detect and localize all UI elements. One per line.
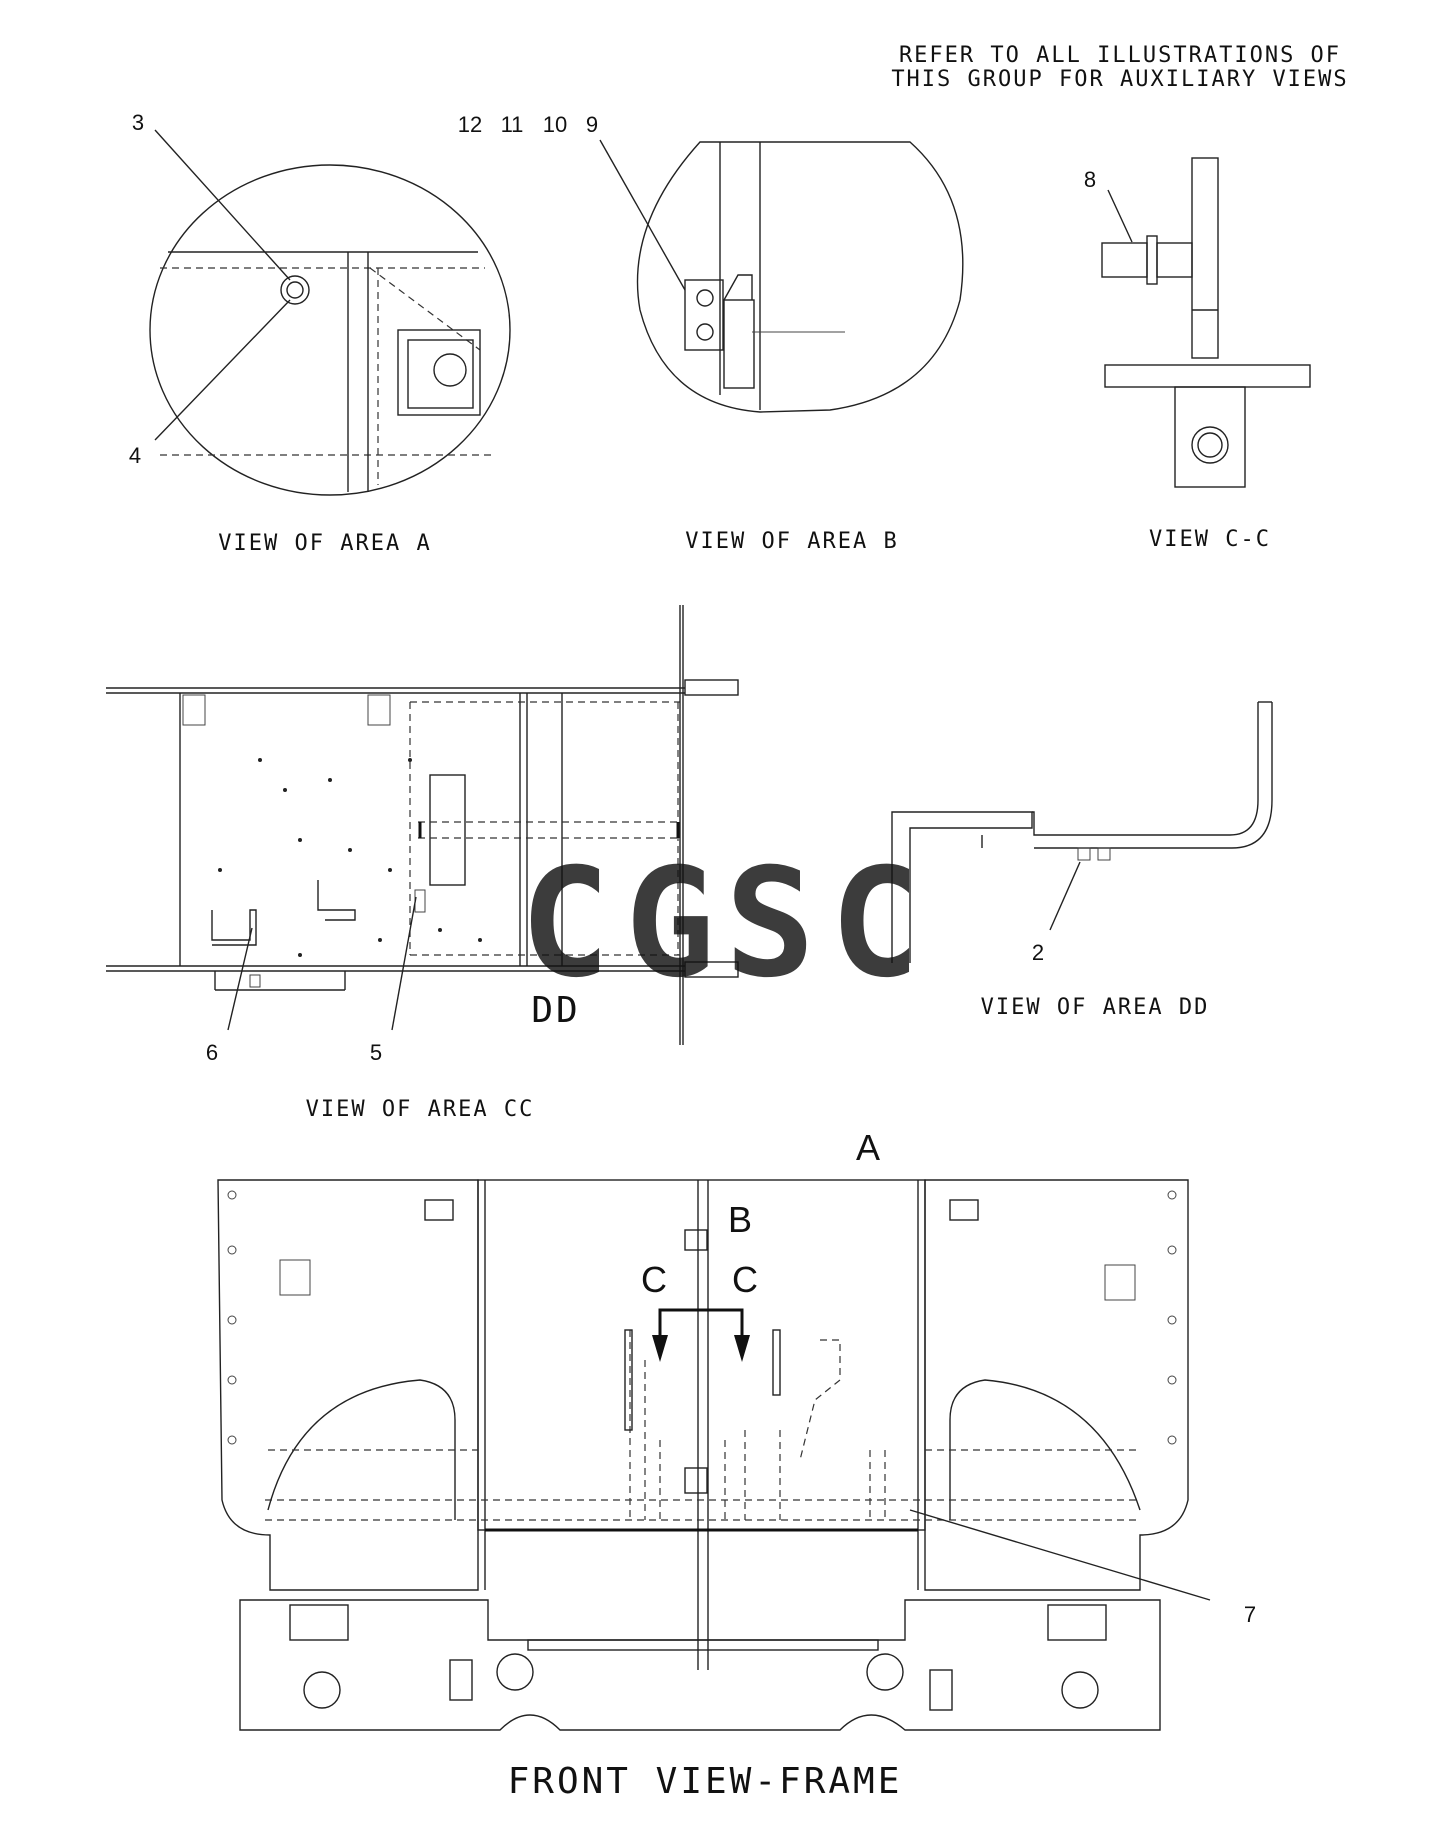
view-area-a-title: VIEW OF AREA A [218, 531, 431, 556]
callout-7: 7 [1244, 1602, 1256, 1627]
marker-c-left: C [641, 1259, 667, 1300]
watermark-letter: C [830, 837, 920, 1011]
marker-c-right: C [732, 1259, 758, 1300]
callout-11: 11 [501, 112, 524, 137]
callout-9: 9 [586, 112, 598, 137]
callout-6: 6 [206, 1040, 218, 1065]
marker-a: A [856, 1127, 880, 1168]
front-view-frame [217, 1179, 1211, 1731]
watermark-letter: S [725, 837, 815, 1011]
view-area-dd [891, 701, 1273, 963]
view-area-cc-title: VIEW OF AREA CC [306, 1097, 535, 1122]
callout-5: 5 [370, 1040, 382, 1065]
watermark-letter: G [625, 837, 715, 1011]
callout-2: 2 [1032, 940, 1044, 965]
note-line-2: THIS GROUP FOR AUXILIARY VIEWS [891, 67, 1348, 92]
note-line-1: REFER TO ALL ILLUSTRATIONS OF [899, 43, 1341, 68]
view-area-dd-title: VIEW OF AREA DD [981, 995, 1210, 1020]
callout-4: 4 [129, 443, 141, 468]
view-area-a [149, 129, 511, 496]
view-area-b-title: VIEW OF AREA B [685, 529, 898, 554]
callout-10: 10 [543, 112, 567, 137]
view-area-b [599, 139, 964, 413]
marker-b: B [728, 1199, 752, 1240]
dd-section-label: DD [531, 990, 580, 1031]
callout-3: 3 [132, 110, 144, 135]
front-view-frame-title: FRONT VIEW-FRAME [508, 1761, 903, 1802]
callout-12: 12 [458, 112, 482, 137]
callout-8: 8 [1084, 167, 1096, 192]
watermark-letter: C [520, 837, 610, 1011]
view-c-c-title: VIEW C-C [1149, 527, 1271, 552]
view-area-cc [106, 605, 739, 1045]
view-c-c [1101, 157, 1311, 488]
